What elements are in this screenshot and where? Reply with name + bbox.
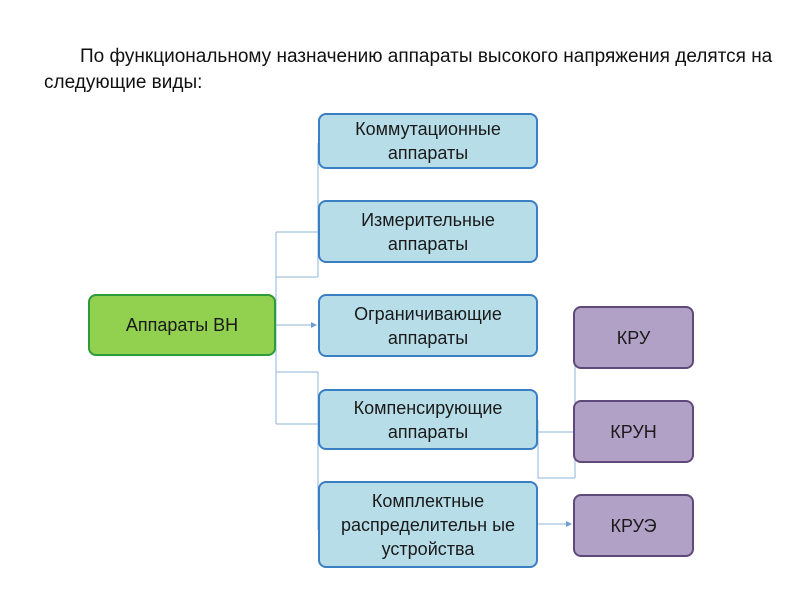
subtype-kru: КРУ [573, 306, 694, 369]
connector-compensating [276, 371, 318, 425]
subtype-krue: КРУЭ [573, 494, 694, 557]
category-measuring: Измерительные аппараты [318, 200, 538, 263]
root-node: Аппараты ВН [88, 294, 276, 356]
category-switchgear: Комплектные распределительн ые устройств… [318, 481, 538, 568]
connector-right-trunk [537, 337, 576, 479]
category-limiting: Ограничивающие аппараты [318, 294, 538, 357]
slide-title: По функциональному назначению аппараты в… [44, 46, 773, 93]
category-compensating: Компенсирующие аппараты [318, 389, 538, 450]
category-switching: Коммутационные аппараты [318, 113, 538, 169]
subtype-krun: КРУН [573, 400, 694, 463]
connector-measuring [276, 231, 318, 278]
